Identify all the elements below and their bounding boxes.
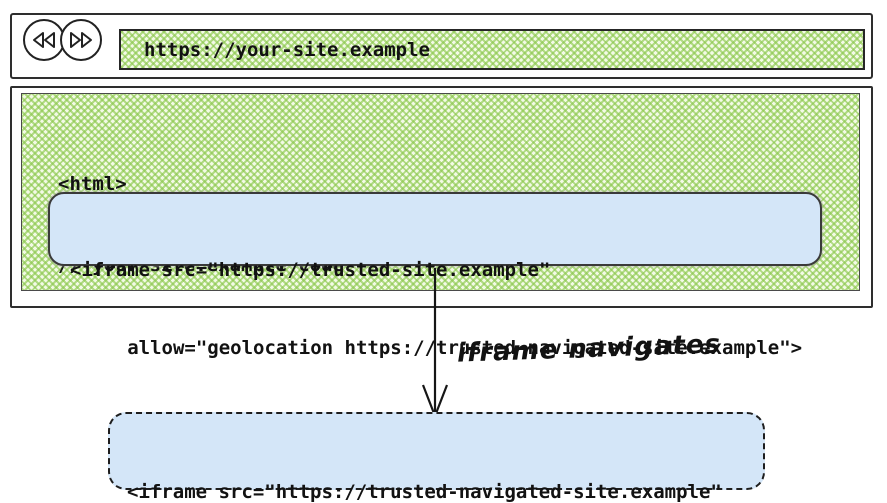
browser-toolbar: https://your-site.example xyxy=(10,13,873,79)
fast-forward-icon xyxy=(66,25,96,55)
url-text: https://your-site.example xyxy=(144,38,430,61)
iframe-code-box: <iframe src="https://trusted-site.exampl… xyxy=(48,192,822,359)
iframe-code-line-2: allow="geolocation https://trusted-navig… xyxy=(127,337,803,359)
back-button[interactable] xyxy=(23,19,65,61)
rewind-icon xyxy=(29,25,59,55)
navigated-iframe-code-line-1: <iframe src="https://trusted-navigated-s… xyxy=(127,481,722,503)
page-code-line-1: <html> xyxy=(58,173,127,195)
url-bar[interactable]: https://your-site.example xyxy=(119,29,865,70)
navigation-arrow xyxy=(421,268,449,418)
forward-button[interactable] xyxy=(60,19,102,61)
navigated-iframe-code-box: <iframe src="https://trusted-navigated-s… xyxy=(108,412,765,503)
iframe-code-line-1: <iframe src="https://trusted-site.exampl… xyxy=(70,259,551,281)
